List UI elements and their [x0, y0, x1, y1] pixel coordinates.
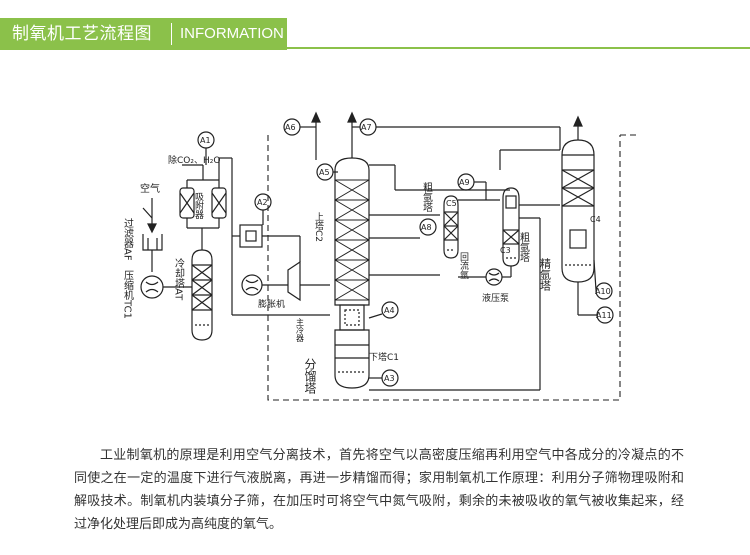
analyzer-a3-label: A3	[384, 374, 395, 383]
c5-label: C5	[446, 199, 457, 208]
fractionator-label: 分馏塔	[303, 358, 317, 395]
filter-label: 过滤器AF	[122, 217, 134, 261]
return-line-label: 回流氩	[458, 252, 469, 279]
cold-box-boundary	[267, 134, 640, 401]
upper-label: 上塔C2	[313, 212, 324, 242]
expander	[241, 260, 330, 302]
analyzer-a8-label: A8	[421, 223, 432, 232]
c3-label: C3	[500, 246, 511, 255]
pure-argon-column-c4	[561, 115, 595, 283]
remove-label: 除CO₂、H₂O	[168, 154, 220, 166]
lower-column-c1	[334, 329, 370, 389]
heat-exchanger	[239, 224, 263, 248]
page-title: 制氧机工艺流程图	[12, 24, 152, 44]
analyzer-a4	[381, 301, 399, 319]
air-label: 空气	[140, 182, 160, 195]
analyzer-a11	[596, 306, 614, 324]
analyzer-a4-label: A4	[384, 306, 395, 315]
compressor-label: 压缩机TC1	[122, 270, 134, 319]
header-banner: 制氧机工艺流程图 INFORMATION	[0, 18, 750, 50]
header-divider	[171, 23, 172, 45]
description-paragraph: 工业制氧机的原理是利用空气分离技术，首先将空气以高密度压缩再利用空气中各成分的冷…	[74, 448, 684, 532]
compressor-tc1	[140, 275, 192, 299]
air-inlet	[142, 198, 157, 234]
analyzer-a11-label: A11	[596, 311, 612, 320]
analyzer-a6-label: A6	[285, 123, 296, 132]
main-cooler	[339, 304, 365, 331]
analyzer-a9-label: A9	[459, 178, 470, 187]
upper-column-c2	[334, 157, 370, 306]
liquid-pump	[458, 266, 512, 286]
crude-argon-1-label: 粗氩塔	[421, 182, 433, 213]
expander-label: 膨胀机	[258, 298, 285, 310]
analyzer-a10-label: A10	[595, 287, 611, 296]
header-underline	[287, 47, 750, 49]
pure-argon-label: 精氩塔	[539, 258, 552, 292]
analyzer-a2-label: A2	[257, 198, 268, 207]
header-accent-block	[0, 18, 287, 50]
pump-label: 液压泵	[482, 292, 509, 304]
analyzer-a1-label: A1	[200, 136, 211, 145]
main-cooler-label: 主冷器	[296, 317, 305, 343]
c4-label: C4	[590, 215, 601, 224]
analyzer-a10	[595, 282, 613, 300]
crude-argon-column-c3	[502, 187, 520, 267]
adsorbers	[179, 164, 227, 229]
analyzer-a8	[419, 218, 437, 236]
adsorber-label: 吸附器	[193, 192, 204, 219]
lower-label: 下塔C1	[369, 351, 399, 363]
page-subtitle: INFORMATION	[180, 25, 284, 42]
cooler-label: 冷却塔AT	[173, 257, 185, 301]
crude-argon-column-c5	[443, 195, 459, 259]
analyzer-a7-label: A7	[361, 123, 372, 132]
process-flow-diagram: 空气 过滤器AF 压缩机TC1 冷却塔AT	[122, 111, 640, 401]
crude-argon-2-label: 粗氩塔	[518, 232, 530, 263]
filter-af	[142, 234, 163, 272]
cooler-tower-at	[191, 228, 213, 341]
analyzer-a5-label: A5	[319, 168, 330, 177]
